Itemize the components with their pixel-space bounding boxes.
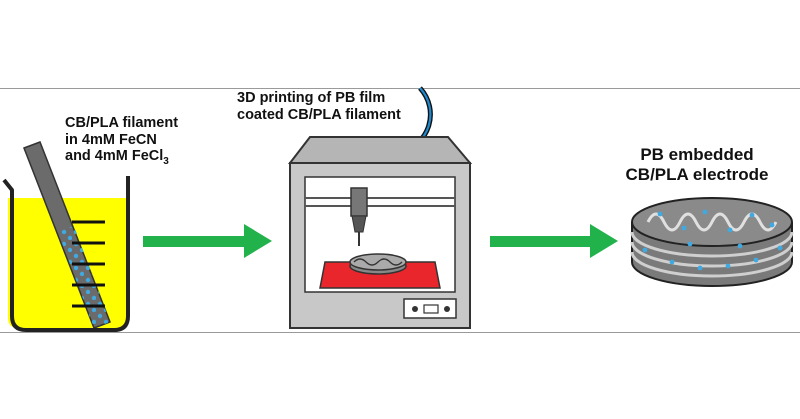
step2-line1: 3D printing of PB film bbox=[237, 90, 386, 106]
arrow-right-icon bbox=[143, 224, 272, 258]
filament-rod bbox=[23, 141, 111, 329]
step1-line3: and 4mM FeCl3 bbox=[65, 148, 178, 167]
step1-line3-subscript: 3 bbox=[163, 156, 169, 168]
beaker-icon bbox=[2, 141, 130, 332]
print-head bbox=[350, 187, 368, 217]
step1-line3-text: and 4mM FeCl bbox=[65, 148, 164, 165]
step1-line2: in 4mM FeCN bbox=[65, 131, 157, 148]
top-border-line bbox=[0, 88, 800, 89]
step1-label: CB/PLA filament in 4mM FeCN and 4mM FeCl… bbox=[65, 115, 178, 168]
beaker-outline bbox=[2, 176, 130, 332]
electrode-disc-icon bbox=[630, 197, 794, 287]
graduation-marks bbox=[72, 220, 105, 308]
step1-line1: CB/PLA filament bbox=[65, 115, 179, 131]
step3-line1: PB embedded bbox=[640, 145, 754, 164]
step3-line2: CB/PLA electrode bbox=[625, 164, 769, 184]
pb-dots bbox=[642, 209, 783, 271]
printer-icon bbox=[287, 86, 473, 329]
bottom-border-line bbox=[0, 332, 800, 333]
step2-line2: coated CB/PLA filament bbox=[237, 106, 401, 123]
arrow-right-icon bbox=[490, 224, 618, 258]
step2-label: 3D printing of PB film coated CB/PLA fil… bbox=[237, 90, 401, 123]
step3-label: PB embedded CB/PLA electrode bbox=[617, 145, 777, 184]
